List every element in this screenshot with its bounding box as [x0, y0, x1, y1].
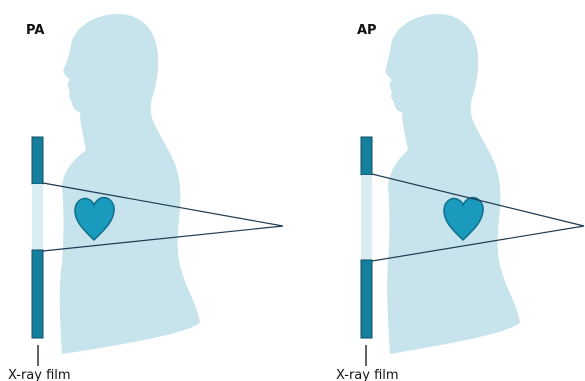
pa-film-exposed	[32, 184, 43, 250]
ap-body-silhouette	[385, 14, 520, 354]
pa-body-silhouette	[60, 14, 200, 354]
pa-film-top	[32, 137, 43, 184]
ap-panel: AP X-ray film	[336, 14, 584, 381]
pa-panel: PA X-ray film	[8, 14, 283, 381]
ap-film-exposed	[361, 175, 372, 260]
ap-film-bottom	[361, 260, 372, 338]
ap-film-label: X-ray film	[336, 368, 399, 381]
ap-panel-title: AP	[357, 23, 377, 38]
ap-film-top	[361, 137, 372, 175]
pa-film-bottom	[32, 250, 43, 338]
pa-film-label: X-ray film	[8, 368, 71, 381]
pa-panel-title: PA	[26, 23, 44, 38]
